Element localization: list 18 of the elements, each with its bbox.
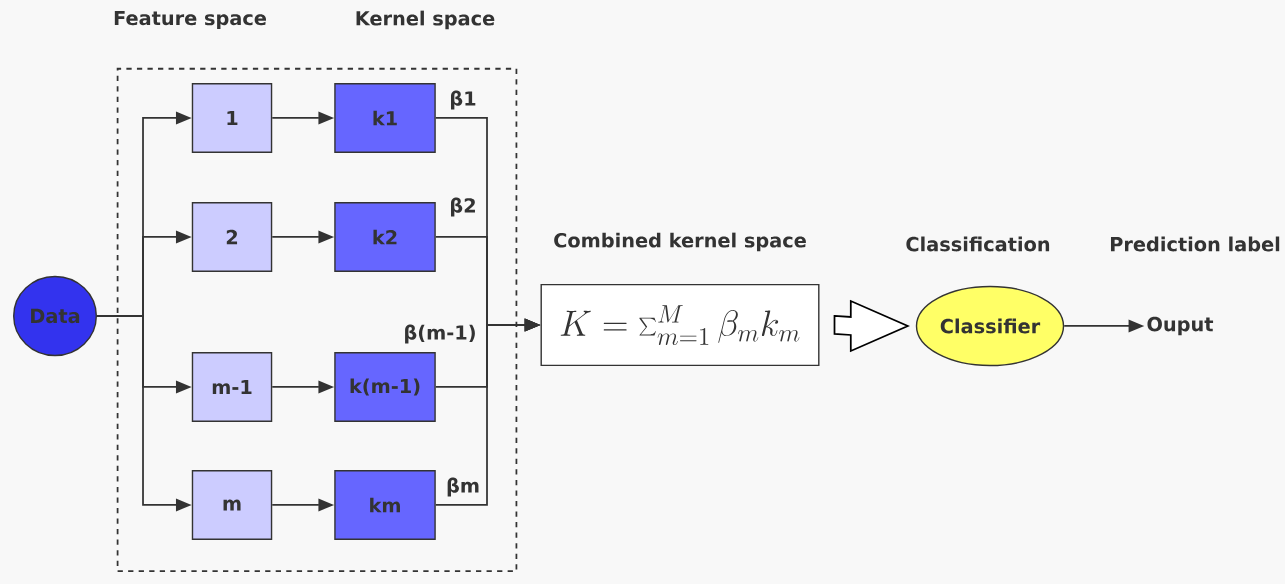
feature-box: 1: [191, 83, 273, 153]
section-heading: Kernel space: [356, 10, 495, 30]
formula-box: $K = \sum_{m=1}^{M} \beta_m k_m$: [540, 283, 820, 367]
section-heading: Prediction label: [1111, 236, 1280, 252]
block-arrow: [833, 299, 910, 353]
kernel-box: k2: [334, 202, 436, 272]
output-text: Ouput: [1147, 316, 1214, 336]
kernel-box: k1: [334, 83, 436, 153]
section-heading: Classification: [906, 236, 1050, 252]
edge-label: βm: [444, 475, 482, 499]
feature-box: m-1: [191, 352, 273, 422]
feature-box: m: [191, 470, 273, 540]
kernel-box: k(m-1): [334, 352, 436, 422]
section-heading: Feature space: [114, 10, 266, 30]
kernel-box: km: [334, 470, 436, 540]
section-heading: Combined kernel space: [554, 232, 806, 252]
feature-box: 2: [191, 202, 273, 272]
dashed-frame: [116, 67, 518, 573]
